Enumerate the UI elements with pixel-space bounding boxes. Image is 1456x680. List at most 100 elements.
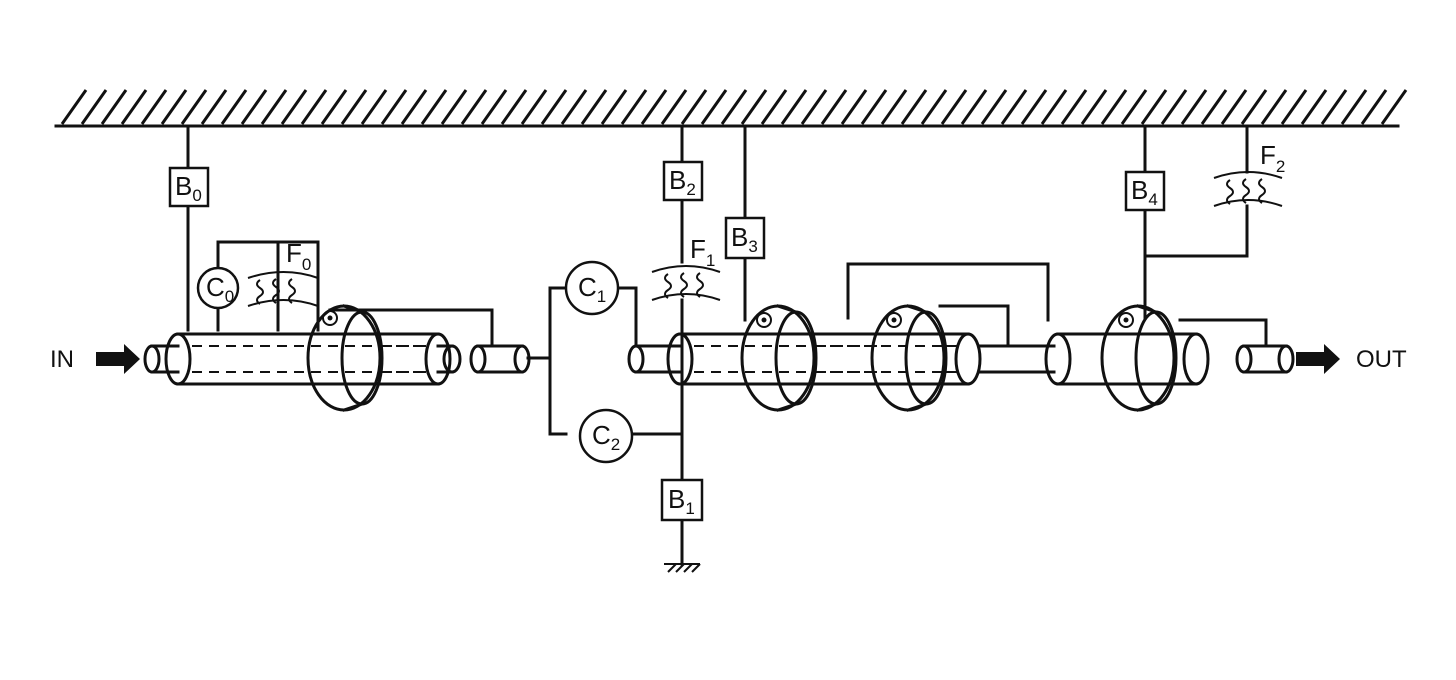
housing-hatch-mark	[320, 89, 348, 125]
housing-hatch-mark	[560, 89, 588, 125]
one-way-clutch-f2-label: F2	[1260, 140, 1285, 176]
housing-hatch-mark	[1300, 89, 1328, 125]
input-label: IN	[50, 346, 74, 373]
housing-hatch-mark	[780, 89, 808, 125]
output-shaft	[1235, 344, 1295, 374]
housing-hatch-mark	[300, 89, 328, 125]
housing-hatch-mark	[1100, 89, 1128, 125]
housing-hatch-mark	[800, 89, 828, 125]
housing-hatch-mark	[120, 89, 148, 125]
svg-text:C2: C2	[592, 420, 620, 454]
svg-text:B0: B0	[175, 171, 202, 205]
housing-hatch-mark	[280, 89, 308, 125]
housing-hatch-mark	[860, 89, 888, 125]
housing-hatch-mark	[140, 89, 168, 125]
housing-hatch-mark	[340, 89, 368, 125]
housing-hatch-mark	[760, 89, 788, 125]
svg-text:B2: B2	[669, 165, 696, 199]
housing-hatch-mark	[840, 89, 868, 125]
planetary-gear-set-2	[870, 304, 962, 412]
housing-hatch-mark	[900, 89, 928, 125]
input-shaft-assembly	[143, 332, 462, 386]
housing-hatch-mark	[200, 89, 228, 125]
housing-hatch-mark	[1160, 89, 1188, 125]
one-way-clutch-f0-symbol	[247, 271, 319, 307]
transmission-housing	[54, 89, 1408, 128]
svg-text:B3: B3	[731, 222, 758, 256]
housing-hatch-mark	[820, 89, 848, 125]
housing-hatch-mark	[220, 89, 248, 125]
housing-hatch-mark	[660, 89, 688, 125]
housing-hatch-mark	[680, 89, 708, 125]
svg-text:B1: B1	[668, 484, 695, 518]
planetary-gear-set-0	[306, 304, 430, 412]
housing-hatch-mark	[1260, 89, 1288, 125]
housing-hatch-mark	[1000, 89, 1028, 125]
housing-hatch-mark	[1240, 89, 1268, 125]
housing-hatch-mark	[920, 89, 948, 125]
svg-text:C0: C0	[206, 272, 234, 306]
housing-hatch-mark	[1020, 89, 1048, 125]
housing-hatch-mark	[1200, 89, 1228, 125]
housing-hatch-mark	[60, 89, 88, 125]
housing-hatch-mark	[1040, 89, 1068, 125]
svg-text:C1: C1	[578, 272, 606, 306]
housing-hatch-mark	[1140, 89, 1168, 125]
housing-hatch-mark	[160, 89, 188, 125]
one-way-clutch-f2-symbol	[1213, 171, 1283, 207]
housing-hatch-mark	[360, 89, 388, 125]
housing-hatch-mark	[380, 89, 408, 125]
housing-hatch-mark	[240, 89, 268, 125]
clutch-c2: C2	[578, 408, 634, 464]
housing-hatch-mark	[1180, 89, 1208, 125]
housing-hatch-mark	[1360, 89, 1388, 125]
housing-hatch-mark	[880, 89, 908, 125]
housing-hatch-mark	[1120, 89, 1148, 125]
brake-b1: B1	[660, 478, 704, 522]
housing-hatch-mark	[980, 89, 1008, 125]
housing-hatch-mark	[400, 89, 428, 125]
housing-hatch-mark	[960, 89, 988, 125]
housing-hatch-mark	[720, 89, 748, 125]
housing-hatch-mark	[600, 89, 628, 125]
housing-hatch-mark	[1340, 89, 1368, 125]
brake-b3: B3	[724, 216, 766, 260]
clutch-c0: C0	[196, 266, 240, 310]
housing-hatch-mark	[580, 89, 608, 125]
housing-hatch-mark	[740, 89, 768, 125]
housing-hatch-mark	[460, 89, 488, 125]
housing-hatch-mark	[700, 89, 728, 125]
intermediate-shaft	[469, 344, 531, 374]
housing-hatch-mark	[1380, 89, 1408, 125]
housing-hatch-mark	[1280, 89, 1308, 125]
svg-text:B4: B4	[1131, 175, 1158, 209]
housing-hatch-mark	[1220, 89, 1248, 125]
output-label: OUT	[1356, 346, 1407, 373]
housing-hatch-mark	[80, 89, 108, 125]
housing-hatch-mark	[640, 89, 668, 125]
housing-hatch-mark	[100, 89, 128, 125]
one-way-clutch-f0-label: F0	[286, 238, 311, 274]
housing-hatch-mark	[500, 89, 528, 125]
brake-b4: B4	[1124, 170, 1166, 212]
housing-hatch-mark	[620, 89, 648, 125]
clutch-c1: C1	[564, 260, 620, 316]
housing-hatch-mark	[1320, 89, 1348, 125]
output-arrow-icon	[1296, 344, 1340, 374]
rear-planetary-assembly	[1044, 304, 1210, 412]
planetary-gear-set-1	[740, 304, 878, 412]
housing-hatch-mark	[440, 89, 468, 125]
housing-hatch-mark	[520, 89, 548, 125]
housing-hatch-mark	[940, 89, 968, 125]
one-way-clutch-f1-symbol	[651, 265, 721, 301]
housing-hatch-mark	[180, 89, 208, 125]
ground-symbol	[664, 563, 701, 573]
housing-hatch-mark	[540, 89, 568, 125]
housing-hatch-mark	[260, 89, 288, 125]
one-way-clutch-f1-label: F1	[690, 234, 715, 270]
brake-b0: B0	[168, 166, 210, 208]
main-shaft-assembly	[627, 332, 1056, 386]
housing-hatch-mark	[1060, 89, 1088, 125]
housing-hatch-mark	[480, 89, 508, 125]
